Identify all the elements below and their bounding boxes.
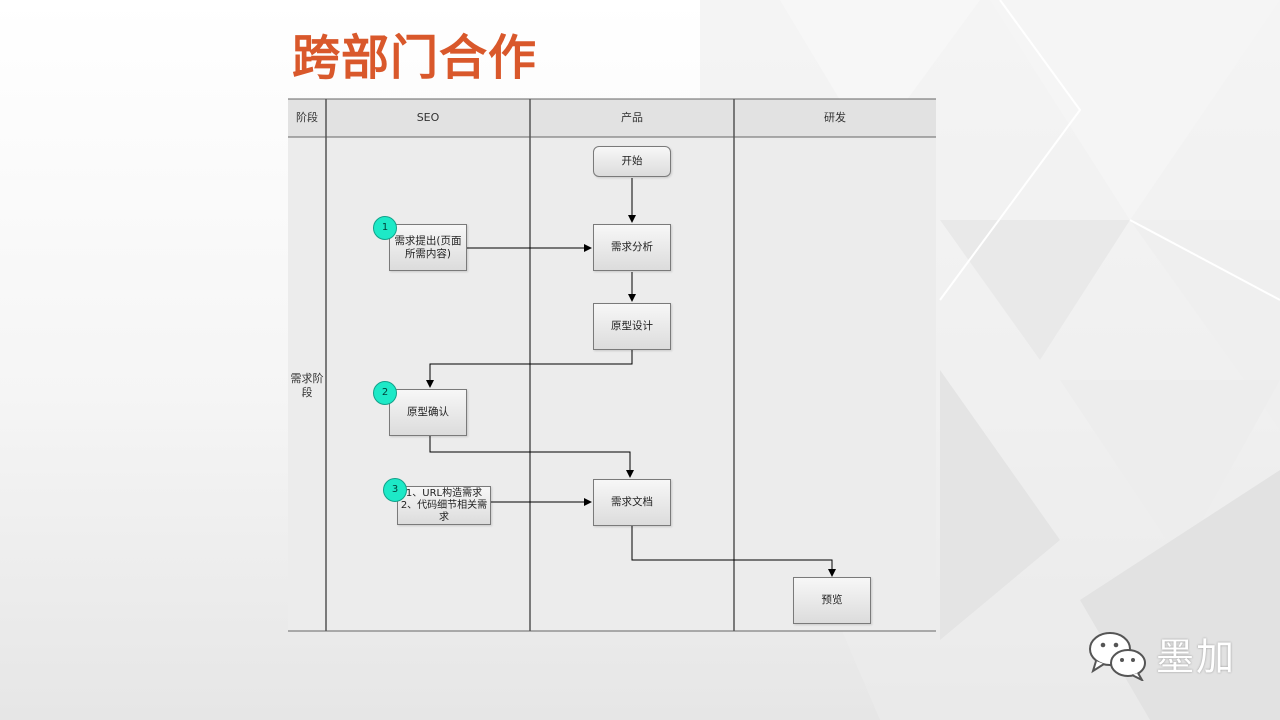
- wechat-icon: [1089, 631, 1146, 681]
- node-prototype-confirm: 原型确认: [389, 389, 467, 436]
- node-start: 开始: [593, 146, 671, 177]
- step-badge-2: 2: [373, 381, 397, 405]
- edge-doc-preview: [631, 526, 836, 577]
- node-seo-request: 需求提出(页面所需内容): [389, 224, 467, 271]
- step-badge-3: 3: [383, 478, 407, 502]
- header-dev: 研发: [824, 111, 846, 124]
- header-stage: 阶段: [296, 111, 318, 124]
- swimlane-diagram: [288, 98, 936, 632]
- node-analysis: 需求分析: [593, 224, 671, 271]
- edge-confirm-doc: [429, 436, 634, 478]
- page-title: 跨部门合作: [292, 30, 538, 86]
- brand-logo: 墨加: [1086, 626, 1236, 681]
- header-product: 产品: [621, 111, 643, 124]
- lane-label-requirement: 需求阶段: [290, 372, 324, 399]
- step-badge-1: 1: [373, 216, 397, 240]
- header-seo: SEO: [416, 111, 440, 124]
- node-url-code-requirements: 1、URL构造需求 2、代码细节相关需求: [397, 486, 491, 525]
- node-prototype-design: 原型设计: [593, 303, 671, 350]
- brand-name: 墨加: [1156, 635, 1237, 679]
- edge-design-confirm: [426, 350, 633, 388]
- node-requirement-doc: 需求文档: [593, 479, 671, 526]
- node-preview: 预览: [793, 577, 871, 624]
